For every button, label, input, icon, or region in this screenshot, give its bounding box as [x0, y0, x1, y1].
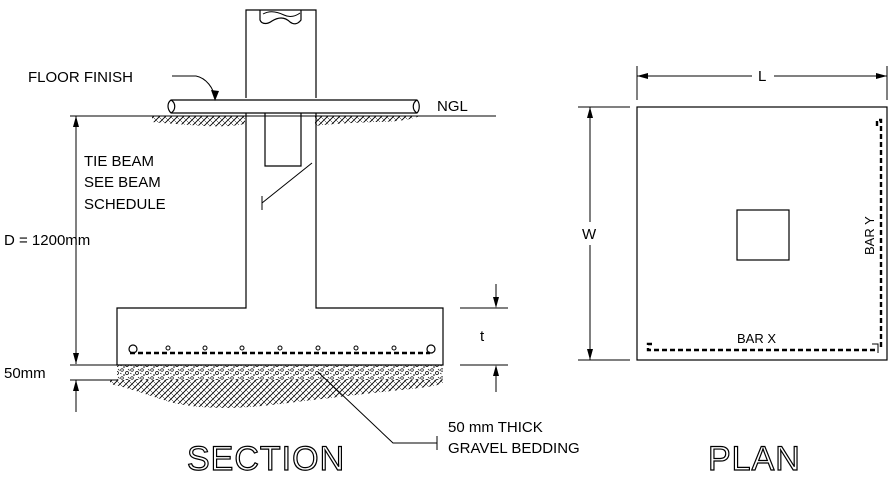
depth-dimension [70, 116, 117, 412]
width-label: W [582, 226, 597, 243]
plan-title: PLAN [708, 440, 801, 478]
floor-slab [167, 99, 420, 114]
pedestal-outline [116, 113, 444, 366]
column-break-detail [262, 11, 301, 17]
bar-corner-mark [872, 343, 879, 353]
bar-x [646, 342, 876, 352]
slab-break-left [170, 99, 176, 114]
gravel-leader [317, 371, 437, 444]
ngl-label: NGL [437, 98, 468, 115]
width-dimension [578, 106, 630, 361]
length-label: L [758, 68, 766, 85]
plan-view: L W BAR X BAR Y PLAN [578, 66, 888, 478]
gravel-label-2: GRAVEL BEDDING [448, 440, 580, 457]
column-in-plan [736, 209, 790, 261]
bar-y-label: BAR Y [862, 216, 877, 255]
bedding-dim-label: 50mm [4, 365, 46, 382]
thickness-dimension [460, 284, 508, 392]
thickness-label: t [480, 328, 485, 345]
bar-y [875, 118, 883, 350]
footing-outline [636, 106, 888, 361]
bar-x-label: BAR X [737, 331, 776, 346]
gravel-label-1: 50 mm THICK [448, 419, 543, 436]
tie-beam-label-1: TIE BEAM [84, 153, 154, 170]
tie-beam-leader [261, 162, 313, 204]
column-outline [245, 9, 317, 98]
tie-beam-label-2: SEE BEAM [84, 174, 161, 191]
bar-hook-left [128, 344, 138, 354]
depth-label: D = 1200mm [4, 232, 90, 249]
bar-dots [165, 345, 397, 351]
ground-below-footing [110, 380, 445, 408]
section-title: SECTION [187, 440, 345, 478]
section-view: FLOOR FINISH NGL TIE BEAM SEE BEAM SCHED… [4, 9, 580, 478]
column-break-symbol [259, 10, 302, 25]
floor-finish-leader [172, 75, 216, 100]
length-dimension [636, 66, 888, 100]
slab-break-right [412, 99, 418, 114]
ground-hatch-right [315, 116, 420, 126]
ground-hatch-left [152, 116, 245, 127]
tie-beam-label-3: SCHEDULE [84, 196, 166, 213]
gravel-bedding [117, 365, 443, 380]
floor-finish-label: FLOOR FINISH [28, 69, 133, 86]
bar-hook-right [426, 344, 436, 354]
tie-beam [264, 113, 302, 167]
